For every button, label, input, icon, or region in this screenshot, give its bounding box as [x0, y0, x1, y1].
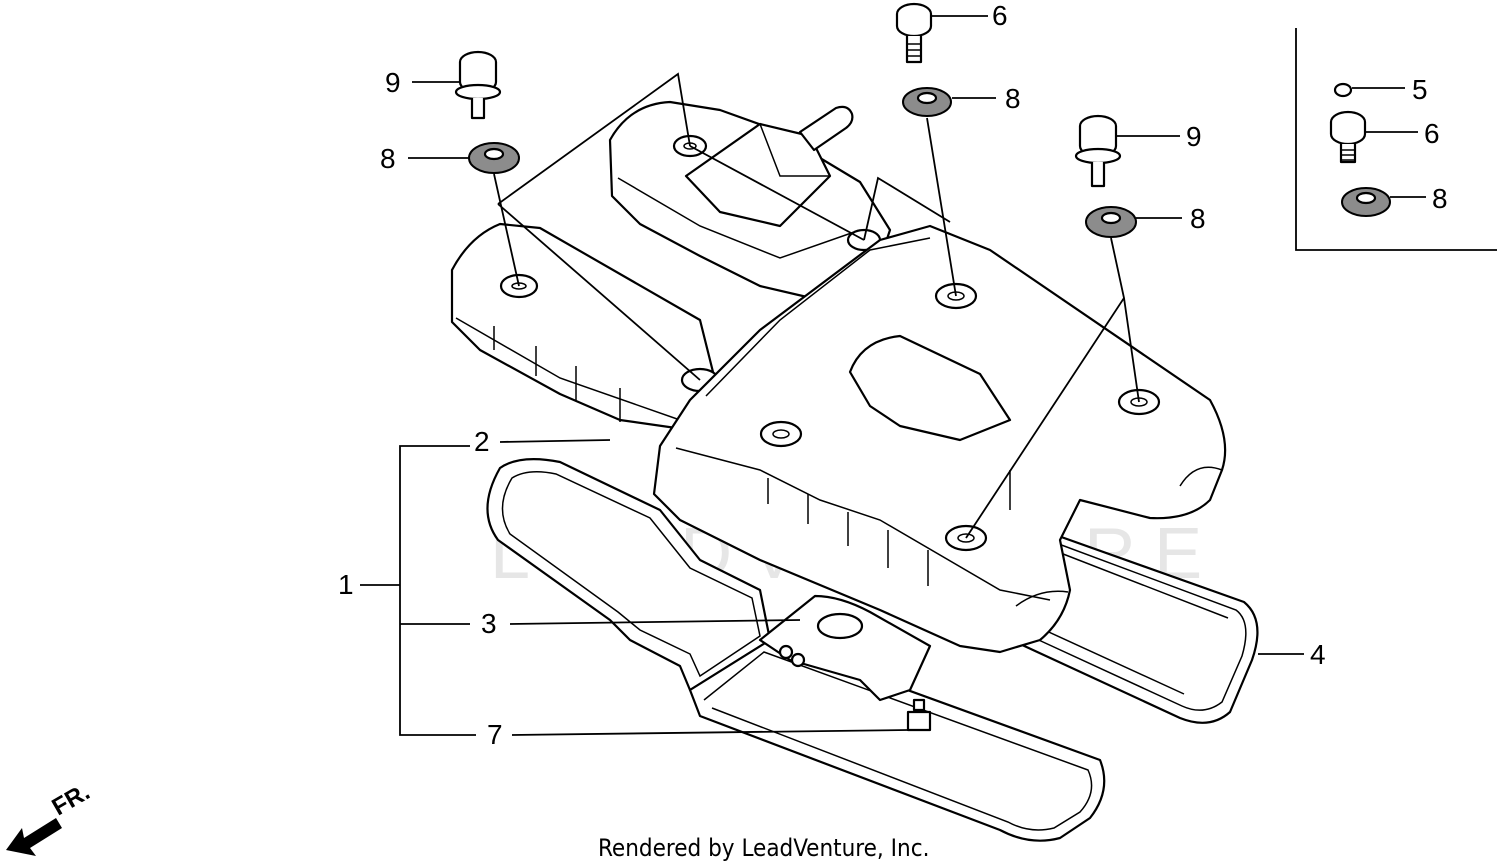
washer-part-8-right	[1085, 206, 1137, 238]
bolt-part-6-inset	[1329, 110, 1367, 164]
gasket-part-2	[486, 457, 1106, 842]
rear-cylinder-head-cover	[608, 100, 892, 302]
callout-7: 7	[487, 719, 503, 750]
bolt-part-7	[906, 698, 932, 732]
callout-1: 1	[338, 569, 354, 600]
callout-8: 8	[1190, 203, 1206, 234]
gasket-part-4	[1018, 526, 1259, 724]
callout-9: 9	[1186, 121, 1202, 152]
callout-3: 3	[481, 608, 497, 639]
callout-8: 8	[380, 143, 396, 174]
washer-part-8-top	[902, 87, 952, 117]
callout-6: 6	[1424, 118, 1440, 149]
callout-5: 5	[1412, 74, 1428, 105]
callout-8: 8	[1005, 83, 1021, 114]
callout-9: 9	[385, 67, 401, 98]
leader-lines	[360, 15, 1304, 736]
footer-credit: Rendered by LeadVenture, Inc.	[598, 834, 929, 862]
callout-4: 4	[1310, 639, 1326, 670]
callout-8: 8	[1432, 183, 1448, 214]
direction-label: FR.	[48, 778, 95, 821]
cap-part-5	[1333, 82, 1353, 98]
main-head-cover	[652, 224, 1227, 654]
bolt-part-9-left	[454, 50, 502, 120]
washer-part-8-left	[468, 142, 520, 174]
inset-box	[1295, 28, 1497, 251]
callout-2: 2	[474, 426, 490, 457]
front-direction-arrow-icon	[6, 818, 62, 856]
bolt-part-6	[895, 2, 933, 64]
callout-6: 6	[992, 0, 1008, 31]
bolt-part-9-right	[1074, 114, 1122, 188]
front-cylinder-head-cover	[450, 222, 722, 432]
washer-part-8-inset	[1341, 187, 1391, 217]
cover-plate-part-3	[758, 594, 932, 702]
